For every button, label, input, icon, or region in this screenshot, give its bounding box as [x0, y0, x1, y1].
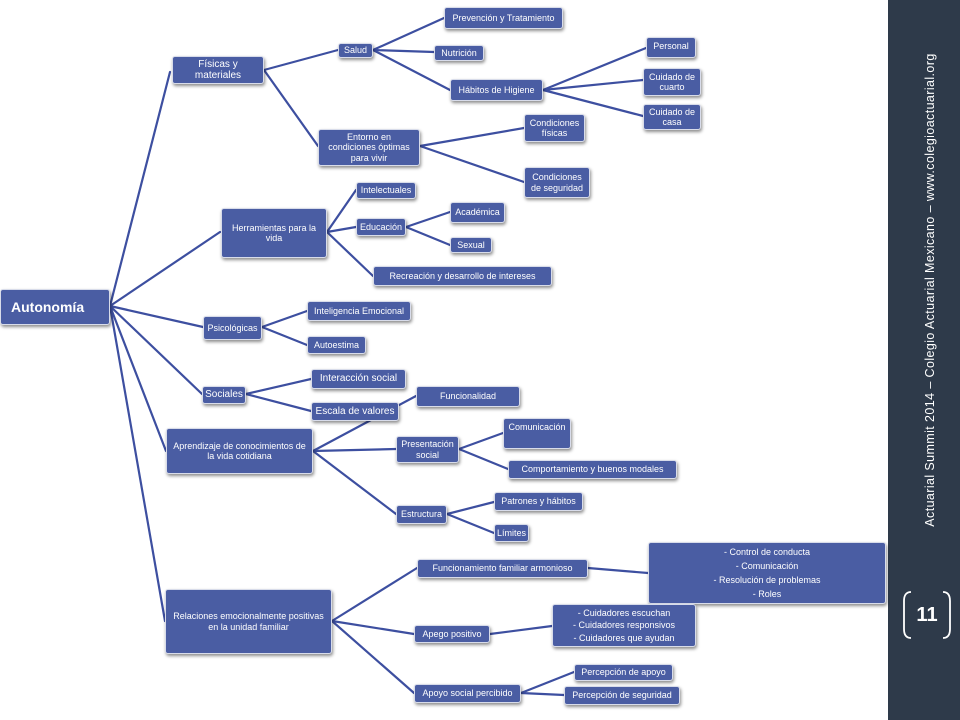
node-funcionalidad: Funcionalidad	[416, 386, 520, 407]
node-habitos: Hábitos de Higiene	[450, 79, 543, 101]
node-percepcion-seguridad: Percepción de seguridad	[564, 686, 680, 705]
node-presentacion-social: Presentación social	[396, 436, 459, 463]
node-psicologicas: Psicológicas	[203, 316, 262, 340]
list-item: - Cuidadores escuchan	[577, 607, 671, 618]
node-apoyo: Apoyo social percibido	[414, 684, 521, 703]
node-apego: Apego positivo	[414, 625, 490, 643]
node-autoestima: Autoestima	[307, 336, 366, 354]
node-patrones: Patrones y hábitos	[494, 492, 583, 511]
page-number-value: 11	[916, 603, 938, 626]
node-comportamiento: Comportamiento y buenos modales	[508, 460, 677, 479]
connector	[108, 70, 172, 308]
connector	[325, 188, 358, 234]
connector	[330, 619, 416, 695]
node-salud: Salud	[338, 43, 373, 58]
connector	[404, 225, 452, 247]
connector	[260, 325, 309, 347]
connector	[445, 512, 496, 535]
node-personal: Personal	[646, 37, 696, 58]
connector	[325, 225, 358, 234]
connector	[404, 210, 452, 229]
node-interaccion: Interacción social	[311, 369, 406, 389]
connector	[330, 619, 416, 636]
connector	[244, 392, 313, 413]
list-item: - Roles	[752, 588, 782, 599]
connector	[330, 566, 419, 623]
connector	[541, 78, 645, 92]
node-escala-valores: Escala de valores	[311, 402, 399, 421]
connector	[108, 304, 204, 396]
connector	[418, 126, 526, 148]
connector	[371, 48, 452, 92]
node-aprendizaje: Aprendizaje de conocimientos de la vida …	[166, 428, 313, 474]
connector	[311, 449, 398, 516]
connector	[457, 447, 510, 471]
node-cuidado-casa: Cuidado de casa	[643, 104, 701, 130]
node-comunicacion: Comunicación	[503, 418, 571, 449]
connector	[244, 377, 313, 396]
connector	[586, 566, 650, 575]
connector	[311, 447, 398, 453]
node-academica: Académica	[450, 202, 505, 223]
node-recreacion: Recreación y desarrollo de intereses	[373, 266, 552, 286]
node-prevencion: Prevención y Tratamiento	[444, 7, 563, 29]
node-entorno: Entorno en condiciones óptimas para vivi…	[318, 129, 420, 166]
connector	[519, 691, 566, 697]
node-percepcion-apoyo: Percepción de apoyo	[574, 664, 673, 681]
node-inteligencia: Inteligencia Emocional	[307, 301, 411, 321]
node-relaciones: Relaciones emocionalmente positivas en l…	[165, 589, 332, 654]
connector-lines	[108, 16, 650, 697]
node-condiciones-seguridad: Condiciones de seguridad	[524, 167, 590, 198]
node-condiciones-fisicas: Condiciones físicas	[524, 114, 585, 142]
list-item: - Resolución de problemas	[713, 574, 821, 585]
connector	[108, 230, 222, 308]
node-sociales: Sociales	[202, 386, 246, 404]
node-cuidado-cuarto: Cuidado de cuarto	[643, 68, 701, 96]
connector	[325, 230, 375, 278]
list-item: - Control de conducta	[723, 546, 811, 557]
connector	[108, 304, 205, 329]
connector	[541, 88, 645, 118]
connector	[371, 16, 446, 52]
connector	[445, 500, 496, 516]
node-educacion: Educación	[356, 218, 406, 236]
node-cuidadores-list: - Cuidadores escuchan - Cuidadores respo…	[552, 604, 696, 647]
connector	[457, 431, 505, 451]
sidebar-caption: Actuarial Summit 2014 – Colegio Actuaria…	[923, 53, 937, 527]
connector	[108, 304, 167, 623]
connector	[262, 68, 320, 148]
node-nutricion: Nutrición	[434, 45, 484, 61]
node-funcionamiento: Funcionamiento familiar armonioso	[417, 559, 588, 578]
connector	[541, 46, 648, 92]
node-autonomia: Autonomía	[0, 289, 110, 325]
sidebar-band	[888, 0, 960, 720]
connector	[108, 304, 168, 453]
connector	[488, 624, 554, 636]
connector	[519, 670, 576, 695]
page-number-bracket-icon	[903, 591, 951, 639]
connector	[260, 309, 309, 329]
list-item: - Cuidadores que ayudan	[573, 632, 675, 643]
connector	[262, 48, 340, 72]
node-intelectuales: Intelectuales	[356, 182, 416, 199]
node-control-list: - Control de conducta - Comunicación - R…	[648, 542, 886, 604]
node-limites: Límites	[494, 524, 529, 542]
node-fisicas-materiales: Físicas y materiales	[172, 56, 264, 84]
node-herramientas: Herramientas para la vida	[221, 208, 327, 258]
connector	[418, 144, 526, 184]
page-number: 11	[901, 589, 953, 641]
list-item: - Cuidadores responsivos	[572, 620, 676, 631]
node-estructura: Estructura	[396, 505, 447, 524]
connector	[371, 48, 436, 54]
list-item: - Comunicación	[735, 560, 799, 571]
node-sexual: Sexual	[450, 237, 492, 253]
